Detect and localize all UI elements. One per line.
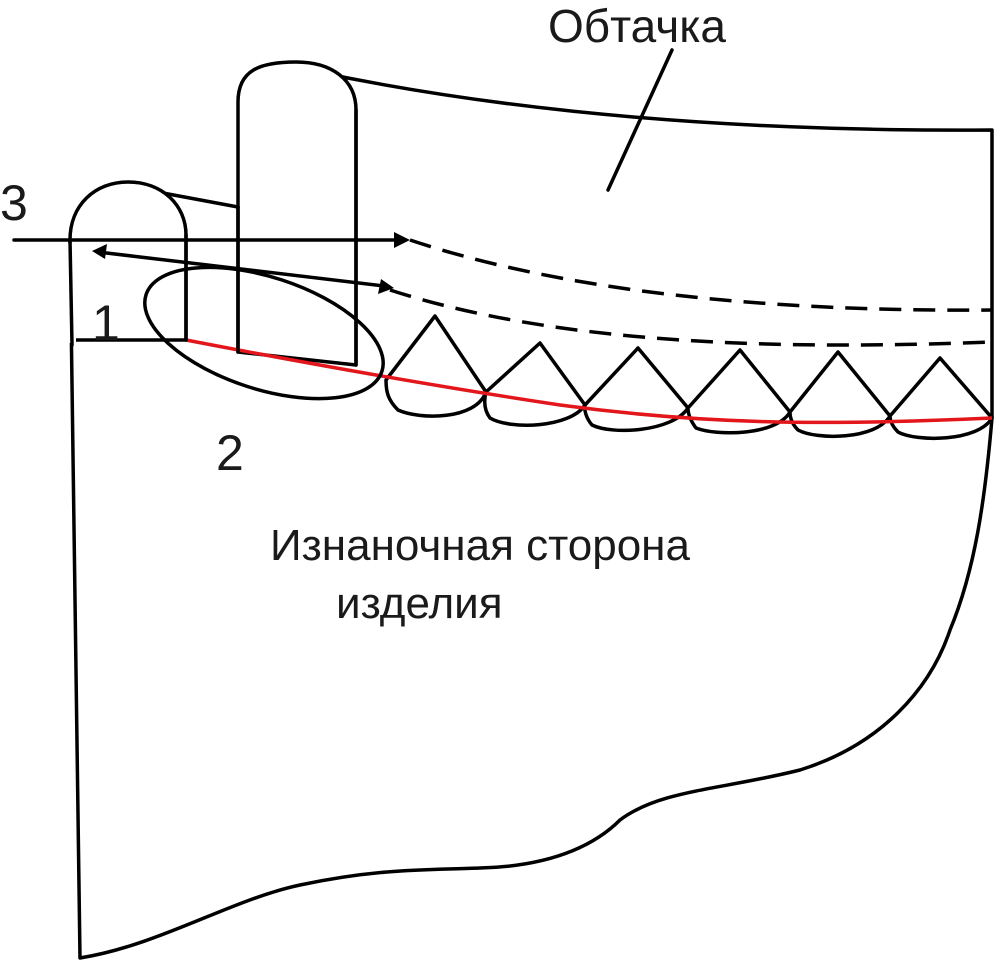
rolled-edge-left <box>68 180 188 342</box>
marker-1-label: 1 <box>92 295 120 351</box>
rolled-edge-upper <box>236 60 358 367</box>
facing-label: Обтачка <box>548 0 726 52</box>
arrow-1-head-right <box>378 279 394 294</box>
scallop <box>888 356 994 441</box>
seam-line <box>185 338 993 425</box>
scallop <box>483 341 587 427</box>
facing-outline <box>316 70 994 420</box>
arrow-1-head-left <box>92 244 107 259</box>
fold-highlight-ellipse <box>143 265 385 401</box>
facing-leader-line <box>606 48 674 192</box>
scallop <box>384 314 488 418</box>
arrow-3-head <box>394 232 410 248</box>
dashed-stitch-lower <box>389 288 993 347</box>
marker-2-label: 2 <box>216 425 244 481</box>
wrong-side-label-line2: изделия <box>336 579 503 628</box>
scallop-row <box>384 314 994 441</box>
arrow-1-line <box>96 250 386 288</box>
wrong-side-label-line1: Изнаночная сторона <box>270 521 690 570</box>
marker-3-label: 3 <box>0 175 28 231</box>
dashed-stitch-upper <box>409 238 993 312</box>
scallop <box>686 348 792 435</box>
garment-body-outline <box>68 238 994 960</box>
